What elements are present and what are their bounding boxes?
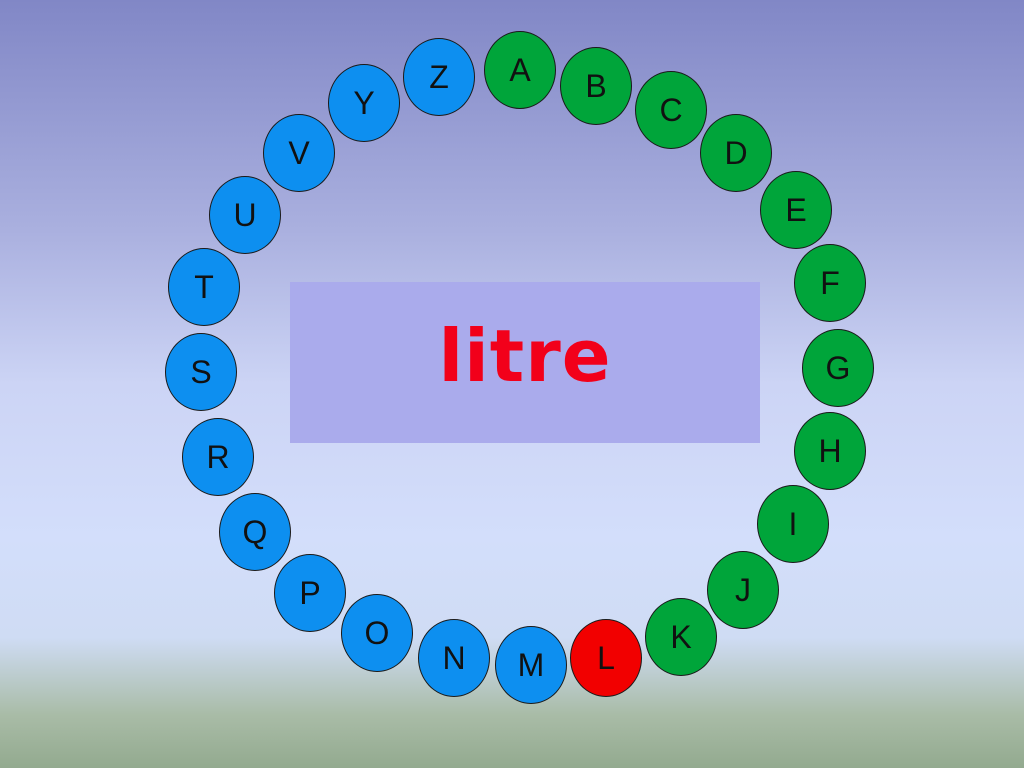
letter-g-bubble[interactable]: G	[802, 329, 874, 407]
letter-c-bubble[interactable]: C	[635, 71, 707, 149]
letter-n-bubble[interactable]: N	[418, 619, 490, 697]
letter-z-bubble[interactable]: Z	[403, 38, 475, 116]
letter-y-bubble[interactable]: Y	[328, 64, 400, 142]
letter-l-bubble[interactable]: L	[570, 619, 642, 697]
letter-i-bubble[interactable]: I	[757, 485, 829, 563]
letter-s-bubble[interactable]: S	[165, 333, 237, 411]
letter-t-bubble[interactable]: T	[168, 248, 240, 326]
letter-a-bubble[interactable]: A	[484, 31, 556, 109]
letter-o-bubble[interactable]: O	[341, 594, 413, 672]
letter-u-bubble[interactable]: U	[209, 176, 281, 254]
letter-p-bubble[interactable]: P	[274, 554, 346, 632]
letter-m-bubble[interactable]: M	[495, 626, 567, 704]
letter-d-bubble[interactable]: D	[700, 114, 772, 192]
word-panel: litre	[290, 282, 760, 443]
letter-v-bubble[interactable]: V	[263, 114, 335, 192]
letter-q-bubble[interactable]: Q	[219, 493, 291, 571]
letter-r-bubble[interactable]: R	[182, 418, 254, 496]
letter-e-bubble[interactable]: E	[760, 171, 832, 249]
letter-b-bubble[interactable]: B	[560, 47, 632, 125]
letter-j-bubble[interactable]: J	[707, 551, 779, 629]
current-word: litre	[438, 313, 612, 398]
letter-k-bubble[interactable]: K	[645, 598, 717, 676]
letter-h-bubble[interactable]: H	[794, 412, 866, 490]
letter-f-bubble[interactable]: F	[794, 244, 866, 322]
